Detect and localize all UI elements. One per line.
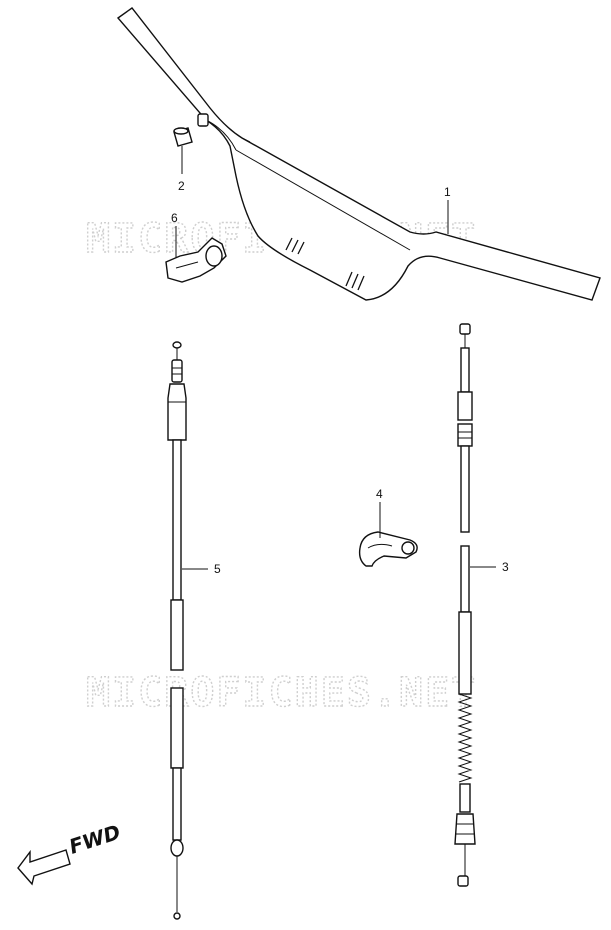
watermark-bottom: MICROFICHES.NET [86,670,477,716]
callout-4: 4 [376,487,383,501]
callout-6: 6 [171,211,178,225]
cap[interactable] [173,127,193,147]
callout-5: 5 [214,562,221,576]
cable-5[interactable] [167,341,187,920]
clamp[interactable] [165,237,227,283]
cable-holder[interactable] [358,531,418,567]
cable-3[interactable] [454,323,476,887]
arrow-left-icon [17,849,71,886]
callout-3: 3 [502,560,509,574]
callout-1: 1 [444,185,451,199]
forward-direction-indicator: FWD [17,820,123,886]
callout-2: 2 [178,179,185,193]
fwd-label: FWD [66,820,123,859]
handlebar[interactable] [116,7,601,301]
